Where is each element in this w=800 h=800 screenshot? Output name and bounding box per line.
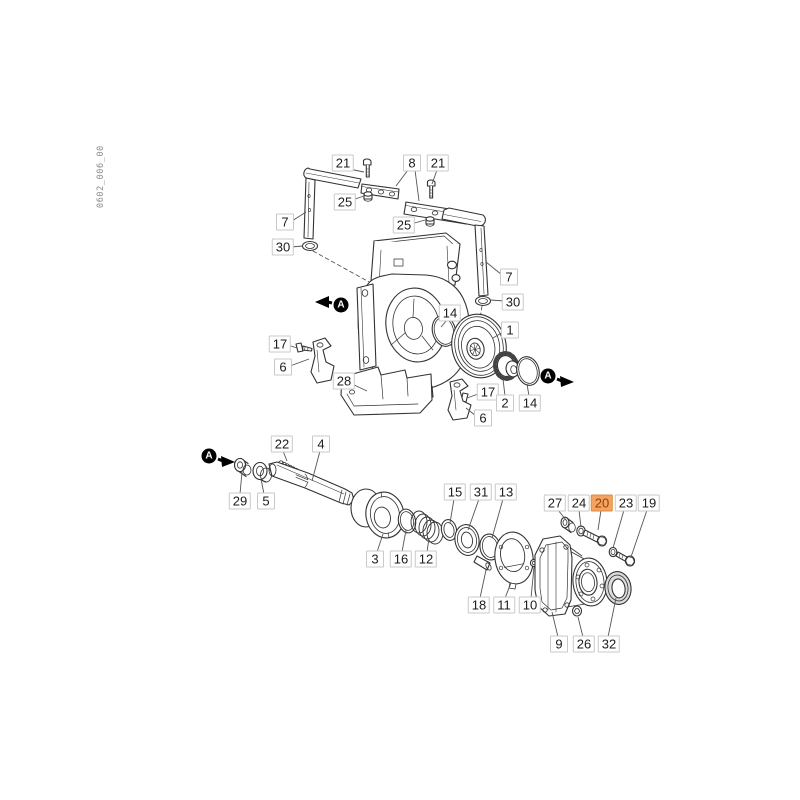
part-30-ring-left: [301, 240, 319, 252]
part-9-hub-housing: [534, 535, 608, 617]
part-label-7[interactable]: 7: [276, 213, 294, 231]
part-label-18[interactable]: 18: [467, 596, 491, 614]
part-label-23[interactable]: 23: [614, 494, 638, 512]
part-label-22[interactable]: 22: [270, 435, 294, 453]
part-4-shaft: [268, 461, 355, 506]
part-label-27[interactable]: 27: [543, 494, 567, 512]
part-2-gear: [492, 351, 520, 381]
part-30-ring-right: [474, 295, 492, 307]
part-label-13[interactable]: 13: [494, 483, 518, 501]
view-marker-1: A: [333, 297, 349, 313]
part-label-6[interactable]: 6: [474, 409, 492, 427]
part-label-28[interactable]: 28: [332, 372, 356, 390]
part-label-26[interactable]: 26: [572, 635, 596, 653]
part-5-ring: [252, 461, 272, 483]
part-12-spring: [410, 510, 444, 545]
part-label-21[interactable]: 21: [426, 154, 450, 172]
part-label-24[interactable]: 24: [567, 494, 591, 512]
part-29-bushing: [233, 457, 252, 478]
part-label-32[interactable]: 32: [597, 635, 621, 653]
part-14-oring-right: [516, 356, 540, 386]
part-label-25[interactable]: 25: [333, 193, 357, 211]
part-16-ring: [397, 508, 417, 534]
part-label-7[interactable]: 7: [500, 268, 518, 286]
part-23-washer: [608, 546, 618, 558]
part-32-seal: [604, 571, 632, 605]
part-31-seal: [454, 524, 480, 556]
part-label-31[interactable]: 31: [469, 483, 493, 501]
part-7-handle-left: [303, 167, 362, 240]
part-25-nut-left: [363, 191, 373, 202]
part-18-pin: [473, 555, 492, 571]
part-label-10[interactable]: 10: [518, 596, 542, 614]
part-label-30[interactable]: 30: [501, 293, 525, 311]
part-28-guard: [340, 366, 433, 416]
part-8-clamp-plate-left: [360, 183, 400, 200]
part-label-14[interactable]: 14: [438, 304, 462, 322]
part-15-washer: [440, 519, 458, 541]
part-label-4[interactable]: 4: [312, 435, 330, 453]
part-label-29[interactable]: 29: [228, 492, 252, 510]
part-label-15[interactable]: 15: [443, 483, 467, 501]
part-25-nut-right: [425, 216, 435, 227]
part-21-bolt-left: [362, 158, 372, 178]
gearbox-housing: [356, 232, 471, 400]
part-label-11[interactable]: 11: [493, 596, 515, 614]
part-11-plate: [494, 531, 534, 590]
part-label-3[interactable]: 3: [366, 550, 384, 568]
part-label-17[interactable]: 17: [476, 383, 500, 401]
part-26-plug: [571, 605, 583, 617]
part-label-6[interactable]: 6: [274, 358, 292, 376]
part-label-12[interactable]: 12: [414, 550, 438, 568]
part-6-bracket-left: [310, 337, 335, 384]
part-label-14[interactable]: 14: [518, 394, 542, 412]
part-21-bolt-right: [426, 179, 436, 199]
part-label-8[interactable]: 8: [403, 154, 421, 172]
part-17-bolt-left: [295, 342, 313, 353]
part-label-25[interactable]: 25: [392, 216, 416, 234]
part-label-2[interactable]: 2: [496, 394, 514, 412]
part-label-19[interactable]: 19: [637, 494, 661, 512]
part-label-21[interactable]: 21: [331, 154, 355, 172]
part-27-pin: [560, 516, 576, 534]
part-20-bolt: [582, 529, 608, 547]
part-label-1[interactable]: 1: [501, 321, 519, 339]
part-label-16[interactable]: 16: [389, 550, 413, 568]
part-3-bearing: [350, 488, 405, 539]
part-19-bolt: [615, 551, 636, 567]
view-marker-3: A: [201, 448, 217, 464]
part-label-9[interactable]: 9: [550, 635, 568, 653]
part-label-20[interactable]: 20: [590, 494, 614, 512]
part-label-30[interactable]: 30: [271, 238, 295, 256]
part-label-17[interactable]: 17: [268, 335, 292, 353]
part-7-handle-right: [441, 207, 489, 297]
part-6-bracket-right: [447, 378, 472, 421]
part-label-5[interactable]: 5: [257, 492, 275, 510]
part-1-pulley: [451, 313, 507, 379]
view-marker-2: A: [540, 368, 556, 384]
